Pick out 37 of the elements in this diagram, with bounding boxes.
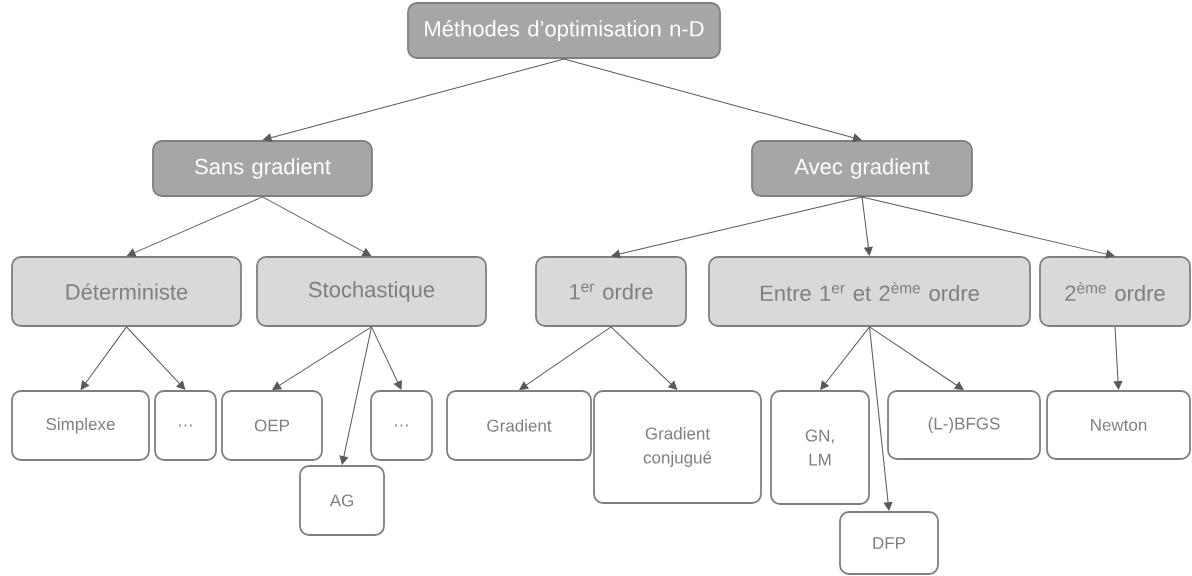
method-box: DFP <box>839 511 939 575</box>
method-box: … <box>370 390 433 461</box>
arrow <box>820 326 870 390</box>
category-box: Sans gradient <box>152 140 373 197</box>
method-box: Simplexe <box>11 390 150 461</box>
method-box: Gradient conjugué <box>593 390 762 504</box>
subcategory-box: Entre 1$^{er}$ et 2$^{ème}$ ordre <box>708 256 1031 327</box>
method-box: GN, LM <box>770 390 870 505</box>
arrow <box>519 326 612 390</box>
arrow <box>861 196 1115 259</box>
arrow <box>339 326 372 465</box>
arrow <box>869 326 893 511</box>
method-box: (L-)BFGS <box>887 390 1041 460</box>
category-box: Méthodes d’optimisation n-D <box>407 2 721 59</box>
arrow <box>563 58 862 143</box>
subcategory-box: 1$^{er}$ ordre <box>535 256 687 327</box>
arrow <box>272 326 372 390</box>
method-box: OEP <box>221 390 323 461</box>
arrow <box>861 196 873 256</box>
arrow <box>371 326 402 390</box>
arrow <box>262 196 371 257</box>
arrow <box>127 196 263 257</box>
subcategory-box: Stochastique <box>256 256 487 327</box>
method-box: AG <box>299 465 385 536</box>
subcategory-box: 2$^{ème}$ ordre <box>1039 256 1191 327</box>
arrow <box>1113 326 1123 390</box>
arrow <box>80 326 127 390</box>
category-box: Avec gradient <box>751 140 973 197</box>
arrow <box>126 326 186 390</box>
method-box: Newton <box>1046 390 1191 460</box>
method-box: … <box>154 390 217 461</box>
arrow <box>263 58 565 143</box>
method-box: Gradient <box>446 390 592 461</box>
arrow <box>611 196 863 259</box>
subcategory-box: Déterministe <box>11 256 242 327</box>
arrow <box>869 326 964 390</box>
arrow <box>610 326 678 390</box>
